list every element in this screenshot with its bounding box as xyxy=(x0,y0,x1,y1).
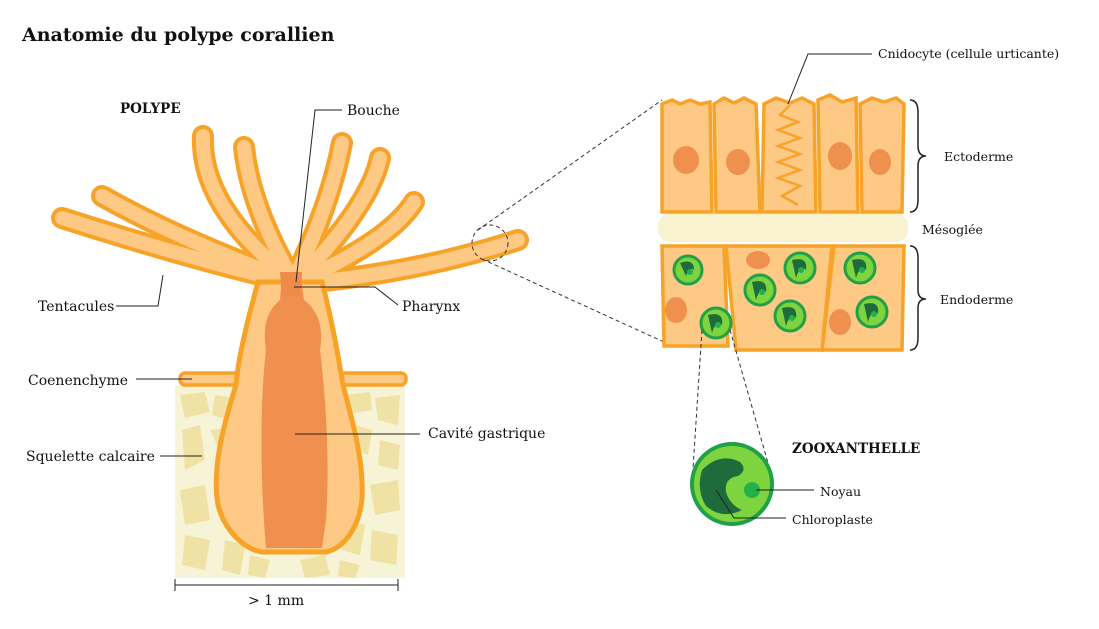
tentacles xyxy=(51,125,529,294)
label-pharynx: Pharynx xyxy=(402,299,460,315)
zooxanthella-heading: ZOOXANTHELLE xyxy=(792,441,920,457)
chloroplast xyxy=(699,458,744,515)
scale-label: > 1 mm xyxy=(248,593,304,609)
label-mesoglea: Mésoglée xyxy=(922,222,983,237)
label-gastric-cavity: Cavité gastrique xyxy=(428,426,545,442)
label-cnidocyte: Cnidocyte (cellule urticante) xyxy=(878,46,1059,61)
label-mouth: Bouche xyxy=(347,103,400,119)
endoderm-cells xyxy=(660,244,906,352)
pharynx xyxy=(280,272,302,296)
nucleus xyxy=(744,482,760,498)
label-ectoderm: Ectoderme xyxy=(944,149,1013,164)
scale-bar: > 1 mm xyxy=(174,579,399,609)
zooxanthellae-in-cells xyxy=(672,251,889,340)
label-coenenchyme: Coenenchyme xyxy=(28,373,128,389)
label-chloroplast: Chloroplaste xyxy=(792,512,873,527)
mesoglea-layer xyxy=(658,214,908,242)
label-tentacles: Tentacules xyxy=(38,299,114,315)
gastric-cavity xyxy=(261,272,328,548)
zooxanthella-cell xyxy=(690,442,774,526)
label-endoderm: Endoderme xyxy=(940,292,1013,307)
polyp-heading: POLYPE xyxy=(120,101,181,117)
ectoderm-cells xyxy=(660,93,906,214)
ectoderm-brace xyxy=(909,99,927,213)
zoom-circle xyxy=(471,224,509,262)
label-skeleton: Squelette calcaire xyxy=(26,449,155,465)
label-nucleus: Noyau xyxy=(820,484,861,499)
endoderm-brace xyxy=(909,245,927,351)
diagram-title: Anatomie du polype corallien xyxy=(21,24,335,46)
